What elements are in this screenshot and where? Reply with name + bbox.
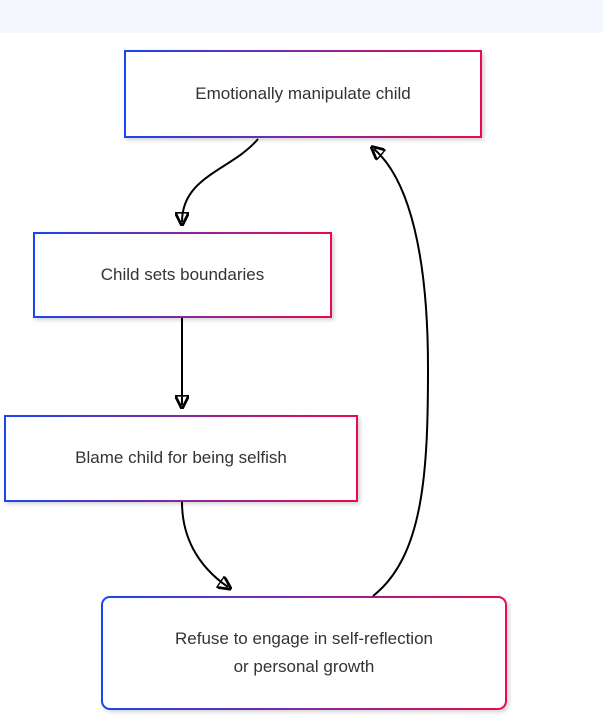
page-top-band	[0, 0, 603, 33]
node-label: Refuse to engage in self-reflection or p…	[103, 598, 505, 708]
node-child-sets-boundaries: Child sets boundaries	[33, 232, 332, 318]
node-label: Blame child for being selfish	[6, 417, 356, 500]
node-emotionally-manipulate-child: Emotionally manipulate child	[124, 50, 482, 138]
node-label: Child sets boundaries	[35, 234, 330, 316]
edge-refuse-to-manipulate-arrow	[373, 149, 430, 597]
node-label: Emotionally manipulate child	[126, 52, 480, 136]
edge-blame-to-refuse-arrow	[181, 501, 228, 587]
edge-manipulate-to-boundaries-arrow	[182, 138, 259, 222]
node-refuse-self-reflection: Refuse to engage in self-reflection or p…	[101, 596, 507, 710]
node-blame-child-for-being-selfish: Blame child for being selfish	[4, 415, 358, 502]
